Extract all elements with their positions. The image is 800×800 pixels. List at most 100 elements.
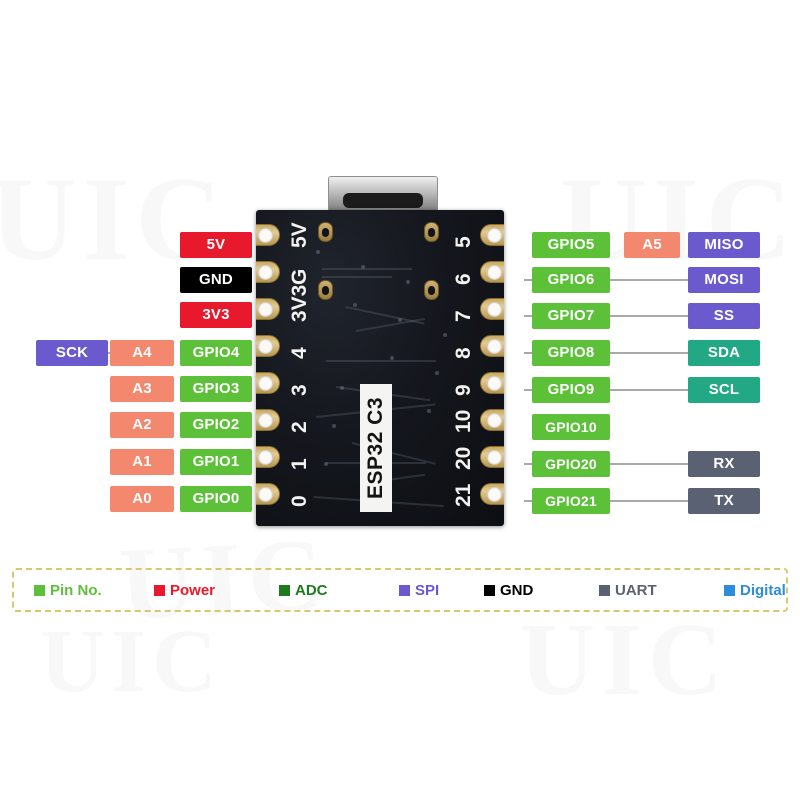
pin-label-gpio1[interactable]: GPIO1: [180, 449, 252, 475]
legend-swatch: [484, 584, 495, 596]
pcb-trace: [326, 360, 436, 362]
silkscreen-pin-number: G: [288, 268, 311, 285]
silkscreen-pin-number: 5: [452, 236, 475, 248]
adc-label-a2[interactable]: A2: [110, 412, 174, 438]
pin-label-gnd[interactable]: GND: [180, 267, 252, 293]
adc-label-a4[interactable]: A4: [110, 340, 174, 366]
legend-swatch: [399, 584, 410, 596]
pcb-pad: [256, 409, 280, 431]
pcb-via: [340, 386, 344, 390]
chip-silkscreen-label: ESP32 C3: [360, 384, 392, 512]
function-label-tx[interactable]: TX: [688, 488, 760, 514]
pcb-pad: [480, 298, 504, 320]
legend-item-gnd: GND: [484, 582, 533, 599]
pcb-pad: [256, 224, 280, 246]
function-label-miso[interactable]: MISO: [688, 232, 760, 258]
pin-label-5v[interactable]: 5V: [180, 232, 252, 258]
legend-swatch: [34, 584, 45, 596]
function-label-rx[interactable]: RX: [688, 451, 760, 477]
legend-label: Pin No.: [50, 581, 102, 599]
function-label-sda[interactable]: SDA: [688, 340, 760, 366]
pin-label-gpio3[interactable]: GPIO3: [180, 376, 252, 402]
connector-line: [524, 500, 534, 502]
pcb-pad: [480, 261, 504, 283]
function-label-mosi[interactable]: MOSI: [688, 267, 760, 293]
adc-label-a1[interactable]: A1: [110, 449, 174, 475]
legend-label: ADC: [295, 581, 328, 599]
pcb-pad: [480, 409, 504, 431]
watermark: UIC: [520, 600, 729, 719]
legend-label: Digital: [740, 581, 786, 599]
pin-label-3v3[interactable]: 3V3: [180, 302, 252, 328]
mount-hole: [318, 280, 333, 300]
connector-line: [610, 279, 688, 281]
silkscreen-pin-number: 2: [288, 421, 311, 433]
pin-label-gpio9[interactable]: GPIO9: [532, 377, 610, 403]
connector-line: [524, 315, 534, 317]
pcb-pad: [256, 298, 280, 320]
legend-item-spi: SPI: [399, 582, 439, 599]
pcb-via: [332, 424, 336, 428]
pcb-pad: [256, 335, 280, 357]
pin-label-gpio10[interactable]: GPIO10: [532, 414, 610, 440]
mount-hole: [424, 280, 439, 300]
pcb-pad: [480, 335, 504, 357]
silkscreen-pin-number: 5V: [288, 222, 311, 248]
pin-label-gpio0[interactable]: GPIO0: [180, 486, 252, 512]
legend: Pin No. Power ADC SPI GND UART Digital: [12, 568, 788, 612]
pcb-via: [398, 318, 402, 322]
function-label-scl[interactable]: SCL: [688, 377, 760, 403]
pcb-pad: [256, 483, 280, 505]
pcb-pad: [256, 261, 280, 283]
silkscreen-pin-number: 9: [452, 384, 475, 396]
pcb-via: [361, 265, 365, 269]
pcb-pad: [480, 372, 504, 394]
pin-label-gpio4[interactable]: GPIO4: [180, 340, 252, 366]
legend-label: UART: [615, 581, 657, 599]
pin-label-gpio20[interactable]: GPIO20: [532, 451, 610, 477]
connector-line: [524, 463, 534, 465]
legend-swatch: [599, 584, 610, 596]
pcb-via: [435, 371, 439, 375]
pcb-pad: [256, 372, 280, 394]
pcb-pad: [480, 446, 504, 468]
legend-label: SPI: [415, 581, 440, 599]
mount-hole: [424, 222, 439, 242]
pin-label-gpio8[interactable]: GPIO8: [532, 340, 610, 366]
spi-label-sck[interactable]: SCK: [36, 340, 108, 366]
legend-swatch: [724, 584, 735, 596]
pin-label-gpio5[interactable]: GPIO5: [532, 232, 610, 258]
silkscreen-pin-number: 8: [452, 347, 475, 359]
legend-item-power: Power: [154, 582, 215, 599]
legend-item-pinno: Pin No.: [34, 582, 102, 599]
pcb-via: [316, 250, 320, 254]
pin-label-gpio21[interactable]: GPIO21: [532, 488, 610, 514]
adc-label-a0[interactable]: A0: [110, 486, 174, 512]
pin-label-gpio2[interactable]: GPIO2: [180, 412, 252, 438]
silkscreen-pin-number: 4: [288, 347, 311, 359]
pcb-trace: [322, 276, 392, 278]
connector-line: [524, 279, 534, 281]
silkscreen-pin-number: 7: [452, 310, 475, 322]
pin-label-gpio6[interactable]: GPIO6: [532, 267, 610, 293]
pcb-via: [390, 356, 394, 360]
connector-line: [610, 500, 688, 502]
usb-c-connector-icon: [328, 176, 438, 212]
silkscreen-pin-number: 21: [452, 483, 475, 507]
pcb-trace: [355, 317, 426, 332]
silkscreen-pin-number: 0: [288, 495, 311, 507]
silkscreen-pin-number: 6: [452, 273, 475, 285]
pin-label-gpio7[interactable]: GPIO7: [532, 303, 610, 329]
pcb-via: [324, 462, 328, 466]
function-label-ss[interactable]: SS: [688, 303, 760, 329]
adc-label-a3[interactable]: A3: [110, 376, 174, 402]
silkscreen-pin-number: 1: [288, 458, 311, 470]
connector-line: [610, 389, 688, 391]
pcb-trace: [322, 268, 412, 270]
connector-line: [524, 389, 534, 391]
adc-label-a5[interactable]: A5: [624, 232, 680, 258]
legend-swatch: [279, 584, 290, 596]
legend-label: Power: [170, 581, 216, 599]
